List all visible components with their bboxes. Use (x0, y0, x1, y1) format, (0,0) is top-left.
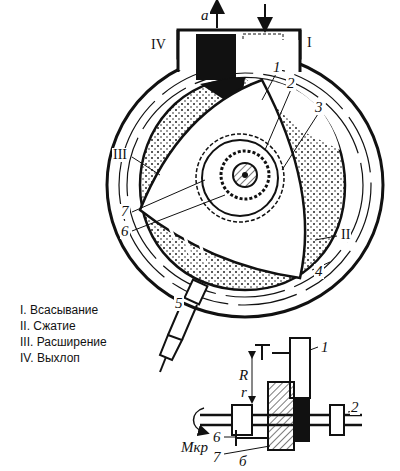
dimension-label: R (238, 368, 249, 383)
legend-text: III. Расширение (20, 336, 107, 348)
callout-number: 1 (320, 340, 330, 355)
callout-number: 7 (212, 450, 222, 465)
dimension-label: r (240, 385, 248, 400)
callout-number: 5 (174, 296, 184, 311)
view-letter: б (238, 454, 248, 469)
legend-text: I. Всасывание (20, 304, 98, 316)
callout-number: 4 (314, 264, 324, 279)
view-letter: а (200, 8, 210, 23)
stroke-numeral: II (340, 228, 351, 242)
callout-number: 1 (272, 60, 282, 75)
stroke-numeral: I (306, 36, 313, 50)
callout-number: 6 (120, 224, 130, 239)
callout-number: 6 (212, 430, 222, 445)
legend-text: IV. Выхлоп (20, 352, 80, 364)
callout-number: 3 (314, 100, 324, 115)
legend-text: II. Сжатие (20, 320, 76, 332)
callout-number: 2 (286, 76, 296, 91)
stroke-numeral: III (112, 148, 128, 162)
torque-label: Mкр (180, 440, 209, 455)
stroke-numeral: IV (150, 38, 167, 52)
callout-number: 2 (350, 400, 360, 415)
callout-number: 7 (120, 204, 130, 219)
